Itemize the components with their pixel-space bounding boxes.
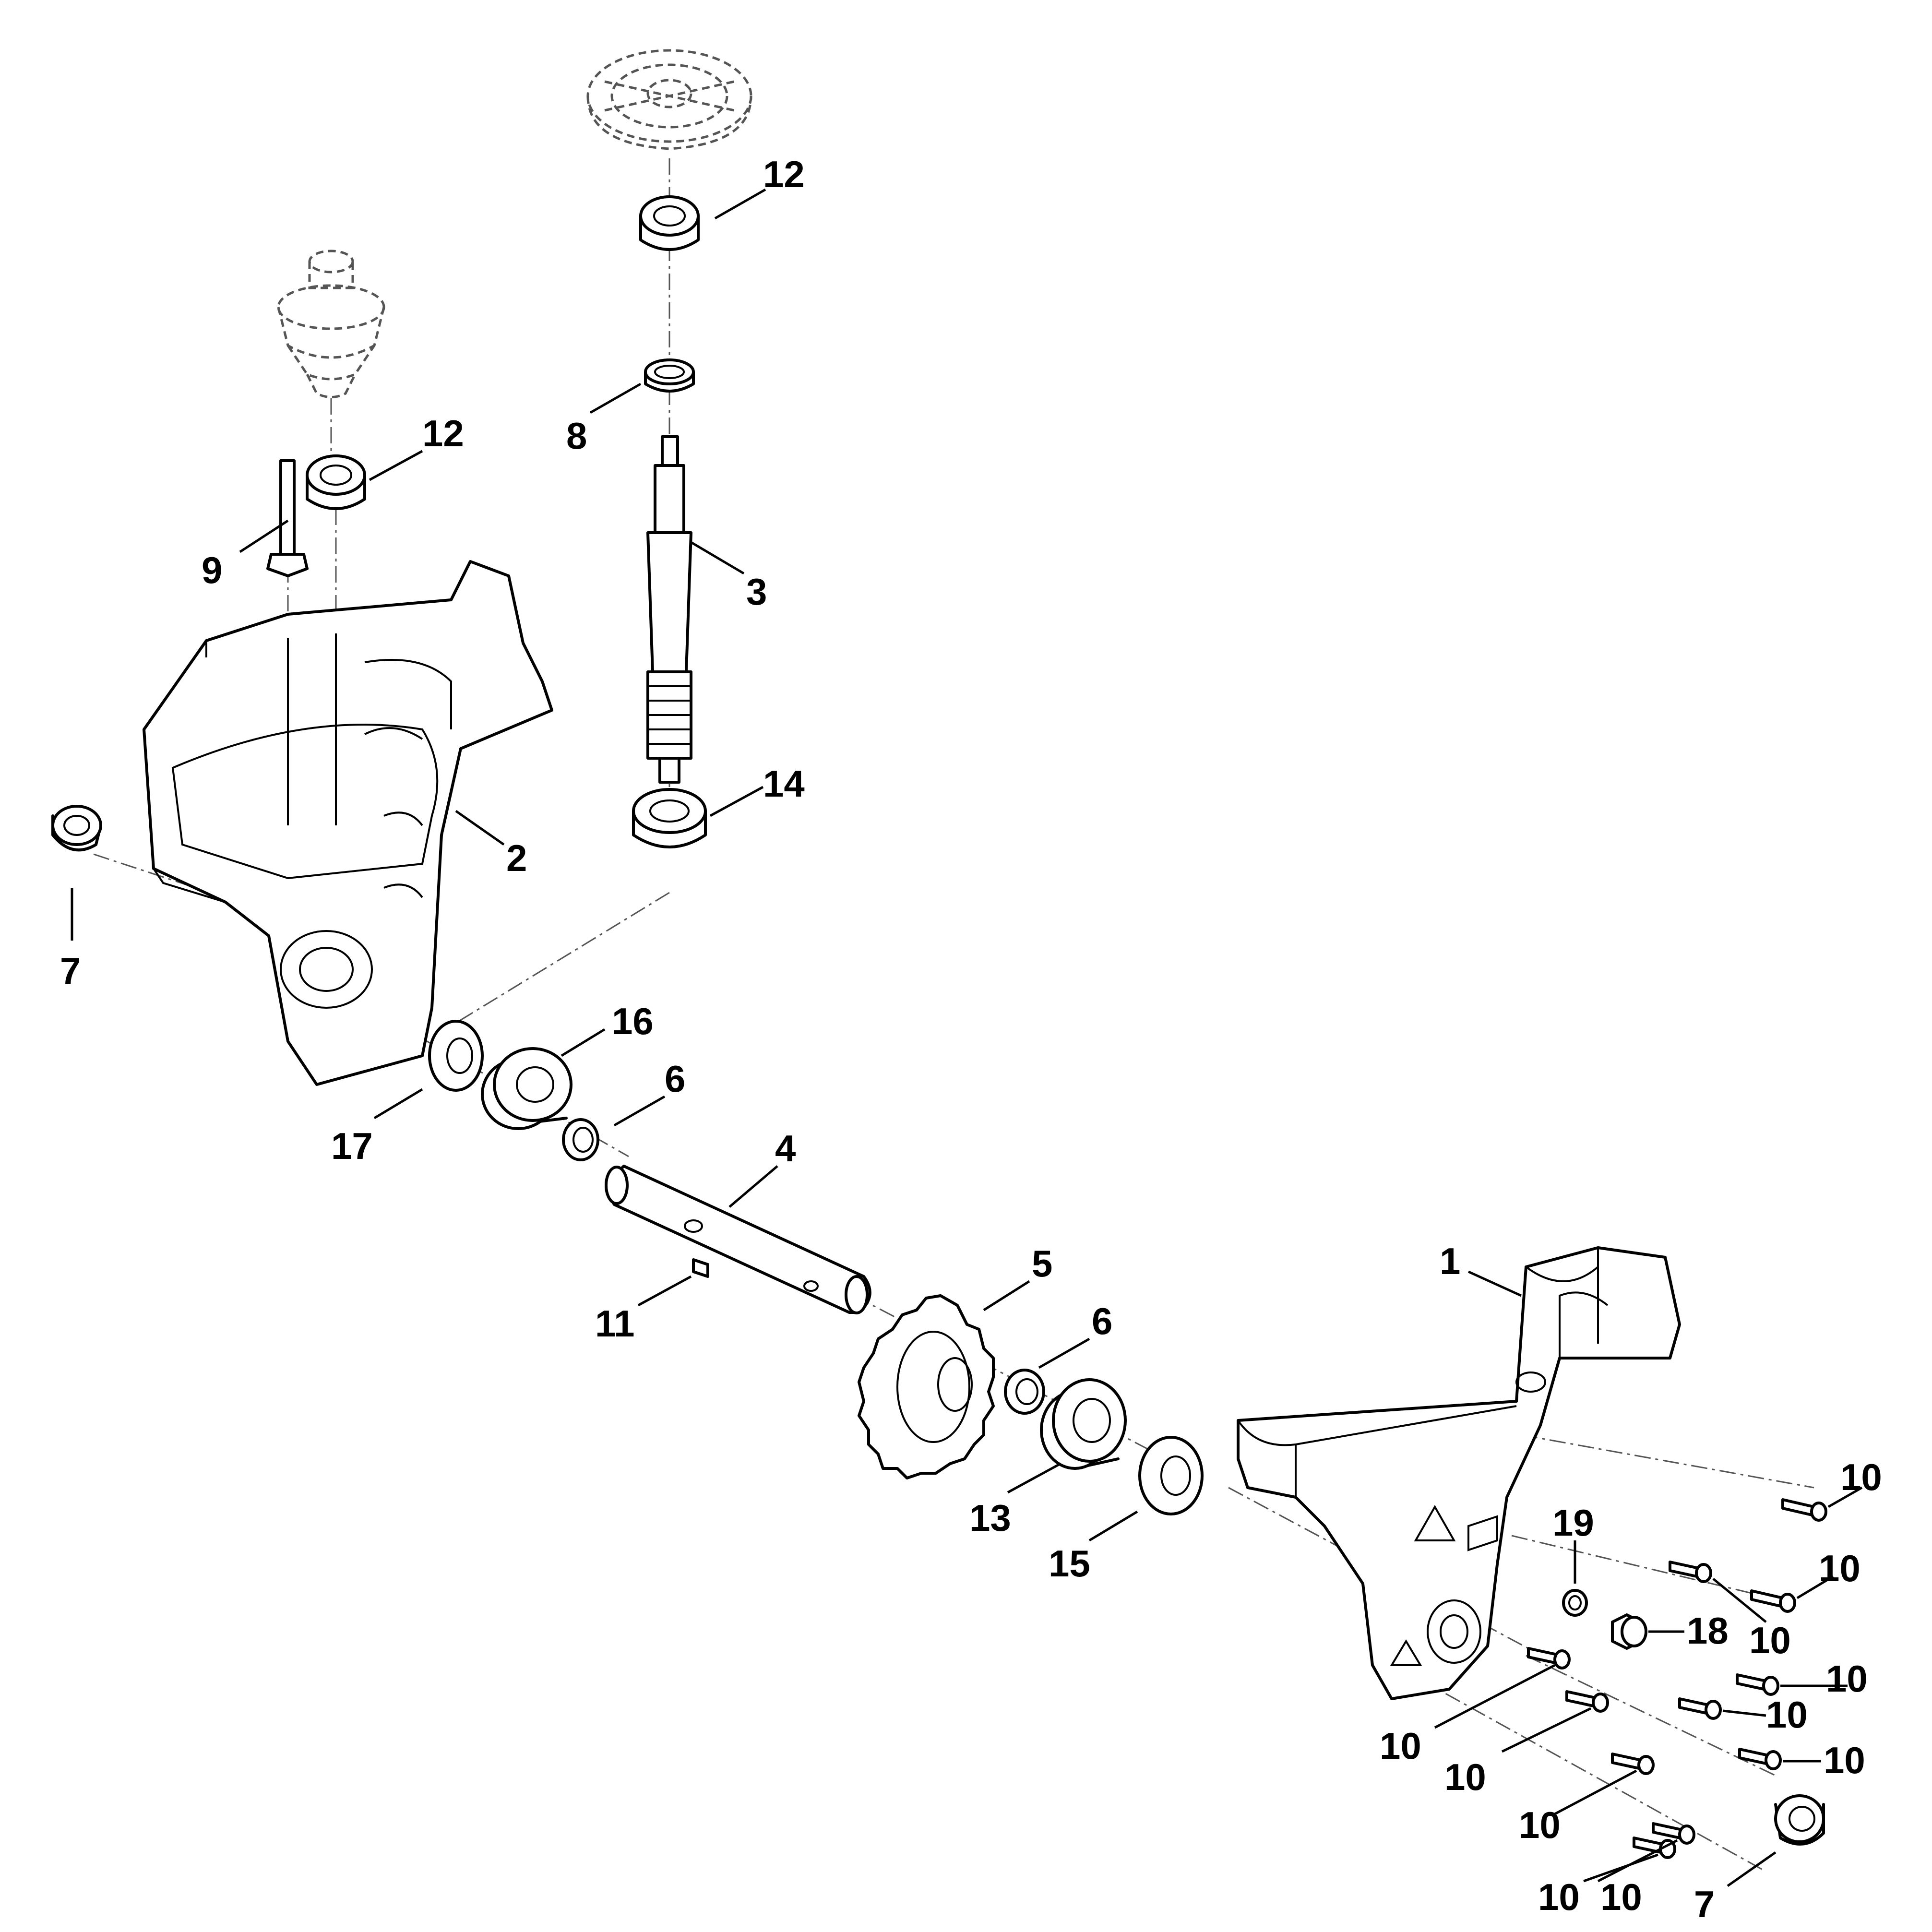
seal-7-left [51,805,102,852]
ring-8 [644,358,695,393]
callout-6-upper: 6 [665,1058,685,1100]
callout-7-left: 7 [60,950,81,992]
screw-10 [1781,1498,1827,1522]
housing-1 [1237,1246,1681,1700]
callout-13: 13 [969,1497,1011,1539]
upper-gear-reference [586,49,752,150]
screw-10 [1565,1690,1609,1713]
ring-6-lower [1004,1369,1045,1415]
callout-8: 8 [566,415,587,457]
seal-7-right [1774,1794,1825,1846]
screw-10 [1669,1561,1712,1583]
callout-19: 19 [1552,1502,1594,1544]
bearing-12-left [306,454,366,510]
screw-10 [1738,1748,1782,1770]
washer-15 [1138,1436,1204,1515]
left-gear-reference [277,250,385,398]
screw-10 [1750,1589,1796,1613]
shaft-3 [646,435,692,784]
callout-7-right: 7 [1694,1883,1715,1925]
bolt-9 [266,459,309,577]
callout-18: 18 [1687,1610,1729,1652]
callout-4: 4 [775,1127,796,1169]
leader-lines [71,188,1863,1887]
bearing-16 [481,1047,572,1130]
callout-10: 10 [1380,1725,1421,1767]
callout-10: 10 [1600,1876,1642,1918]
callout-1: 1 [1440,1240,1460,1282]
callout-10: 10 [1749,1619,1791,1661]
screws-10 [1527,1498,1827,1859]
bearing-13 [1040,1378,1127,1470]
callout-15: 15 [1049,1542,1090,1585]
callout-5: 5 [1032,1242,1052,1285]
callout-10: 10 [1444,1756,1486,1798]
callout-10: 10 [1840,1456,1882,1498]
callout-10: 10 [1824,1739,1865,1781]
shaft-4 [605,1165,871,1314]
ring-6-upper [562,1118,599,1161]
plug-18 [1611,1613,1647,1650]
callout-14: 14 [763,763,805,805]
callout-10: 10 [1819,1547,1860,1589]
housing-2 [143,560,553,1086]
bearing-12-upper [639,195,700,251]
washer-17 [428,1020,484,1092]
callout-10: 10 [1519,1804,1561,1846]
gear-5 [858,1294,995,1479]
screw-10 [1611,1753,1655,1775]
callout-16: 16 [612,1000,654,1042]
callout-3: 3 [746,571,767,613]
callout-6-lower: 6 [1092,1300,1112,1342]
screw-10 [1736,1673,1779,1696]
screw-10 [1527,1647,1571,1670]
screw-10 [1633,1837,1676,1859]
bearing-14 [632,788,707,848]
callout-10: 10 [1766,1693,1808,1736]
callout-10: 10 [1826,1658,1868,1700]
key-11 [692,1258,709,1278]
callout-labels: 12 12 8 9 3 2 14 7 17 16 6 4 11 5 6 13 1… [60,153,1882,1925]
callout-11: 11 [595,1302,634,1345]
callout-10: 10 [1538,1876,1580,1918]
callout-17: 17 [331,1125,373,1167]
callout-12-left: 12 [422,412,464,454]
screw-10 [1652,1822,1695,1845]
ring-19 [1562,1589,1588,1617]
callout-9: 9 [202,549,222,591]
screw-10 [1678,1697,1722,1720]
callout-12-upper: 12 [763,153,805,195]
callout-2: 2 [506,837,527,879]
